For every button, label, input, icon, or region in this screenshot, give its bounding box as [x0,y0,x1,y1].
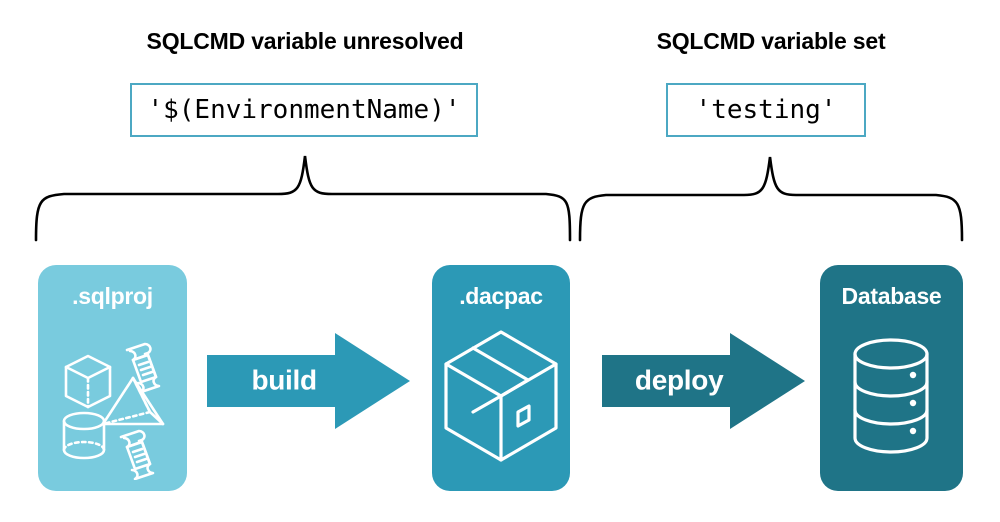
database-art [820,320,963,485]
scroll-icon [119,429,155,481]
brace-right-icon [578,156,964,242]
stage-box-sqlproj: .sqlproj [38,265,187,491]
section-heading-set: SQLCMD variable set [656,28,886,54]
brace-left-icon [34,155,572,242]
cylinder-icon [62,411,106,460]
stage-label-sqlproj: .sqlproj [72,283,153,309]
section-heading-unresolved: SQLCMD variable unresolved [146,28,464,54]
dacpac-package-art [432,320,570,485]
stage-box-dacpac: .dacpac [432,265,570,491]
stage-label-database: Database [841,283,942,309]
scroll-icon [125,342,161,394]
cube-icon [64,354,112,409]
database-cylinder-icon [853,338,929,454]
stage-box-database: Database [820,265,963,491]
arrow-deploy-shape [602,333,805,429]
code-box-set-value: 'testing' [666,83,866,137]
arrow-deploy: deploy [602,333,805,429]
sqlproj-artifact-icons [38,320,187,485]
code-box-unresolved-value: '$(EnvironmentName)' [130,83,478,137]
pyramid-icon [101,376,165,426]
package-box-icon [444,330,558,462]
arrow-build: build [207,333,410,429]
arrow-build-shape [207,333,410,429]
stage-label-dacpac: .dacpac [459,283,543,309]
